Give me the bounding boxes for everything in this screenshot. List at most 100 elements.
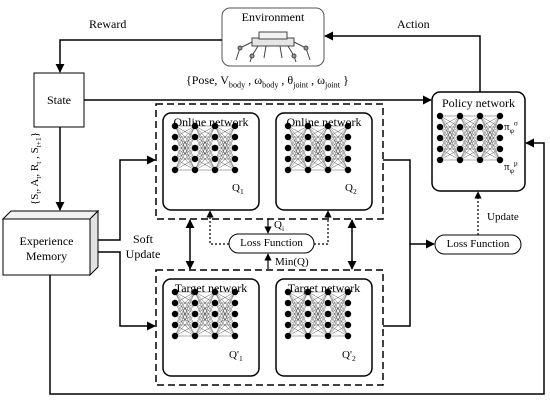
nn-node: [211, 288, 219, 296]
q1-label: Q1: [232, 182, 244, 197]
nn-node: [191, 288, 199, 296]
nn-node: [211, 166, 219, 174]
nn-node: [211, 310, 219, 318]
nn-target-1: [171, 288, 239, 340]
nn-node: [496, 156, 504, 164]
reward-label: Reward: [89, 17, 127, 31]
target-network-1-title: Target network: [174, 281, 248, 295]
nn-node: [191, 310, 199, 318]
nn-node: [171, 144, 179, 152]
policy-title: Policy network: [442, 96, 515, 110]
nn-node: [211, 144, 219, 152]
nn-node: [344, 310, 352, 318]
nn-node: [324, 155, 332, 163]
nn-node: [231, 332, 239, 340]
nn-node: [456, 145, 464, 153]
environment-title: Environment: [241, 10, 305, 24]
nn-node: [344, 144, 352, 152]
nn-node: [324, 321, 332, 329]
nn-node: [456, 123, 464, 131]
nn-node: [284, 122, 292, 130]
nn-node: [171, 122, 179, 130]
nn-node: [171, 310, 179, 318]
nn-node: [324, 310, 332, 318]
nn-node: [231, 144, 239, 152]
nn-node: [324, 122, 332, 130]
target-q1-label: Q'1: [229, 349, 243, 364]
nn-node: [344, 321, 352, 329]
nn-node: [304, 332, 312, 340]
nn-node: [456, 156, 464, 164]
nn-node: [496, 112, 504, 120]
nn-node: [324, 288, 332, 296]
memory-label-line1: Experience: [19, 234, 74, 248]
online-to-policy-loss-arrow: [383, 159, 435, 249]
nn-node: [304, 133, 312, 141]
nn-node: [436, 156, 444, 164]
nn-node: [284, 310, 292, 318]
nn-policy: [436, 112, 504, 164]
nn-node: [171, 321, 179, 329]
nn-node: [436, 123, 444, 131]
memory-label-line2: Memory: [25, 249, 68, 263]
transition-tuple: {St, At, Rt , St+1}: [29, 131, 44, 205]
nn-node: [344, 122, 352, 130]
loss-to-online-1-arrow: [206, 210, 229, 245]
nn-node: [171, 155, 179, 163]
nn-node: [324, 144, 332, 152]
q2-label: Q2: [345, 182, 357, 197]
nn-node: [344, 155, 352, 163]
nn-node: [171, 166, 179, 174]
nn-node: [476, 134, 484, 142]
nn-node: [231, 299, 239, 307]
online-network-2-title: Online network: [286, 115, 362, 129]
nn-node: [324, 299, 332, 307]
robot-illustration: [235, 31, 311, 63]
online-group: [155, 103, 384, 220]
observation-set: {Pose, Vbody , ωbody , θjoint , ωjoint }: [186, 73, 349, 90]
nn-node: [436, 112, 444, 120]
nn-node: [304, 122, 312, 130]
nn-node: [191, 332, 199, 340]
nn-node: [284, 155, 292, 163]
nn-node: [476, 123, 484, 131]
nn-node: [324, 133, 332, 141]
target-q2-label: Q'2: [342, 349, 356, 364]
nn-node: [211, 299, 219, 307]
nn-node: [231, 133, 239, 141]
nn-node: [211, 332, 219, 340]
nn-node: [171, 332, 179, 340]
nn-node: [456, 112, 464, 120]
nn-node: [191, 122, 199, 130]
nn-node: [304, 288, 312, 296]
update-label: Update: [487, 211, 519, 223]
pi-sigma-label: πφσ: [504, 118, 518, 136]
nn-node: [284, 133, 292, 141]
nn-node: [324, 332, 332, 340]
nn-node: [231, 310, 239, 318]
nn-node: [436, 134, 444, 142]
nn-node: [304, 321, 312, 329]
nn-node: [496, 145, 504, 153]
nn-node: [476, 145, 484, 153]
nn-node: [211, 133, 219, 141]
loss-to-online-2-arrow: [314, 210, 332, 245]
nn-target-2: [284, 288, 352, 340]
nn-node: [496, 123, 504, 131]
state-label: State: [47, 93, 71, 107]
memory-to-policy-arrow: [49, 138, 545, 395]
nn-node: [211, 155, 219, 163]
nn-node: [191, 321, 199, 329]
nn-node: [324, 166, 332, 174]
nn-node: [344, 166, 352, 174]
reward-arrow: [55, 39, 222, 73]
qi-label: Qi: [274, 219, 285, 234]
nn-node: [191, 155, 199, 163]
nn-node: [304, 166, 312, 174]
nn-node: [231, 122, 239, 130]
action-label: Action: [397, 17, 430, 31]
nn-node: [191, 144, 199, 152]
nn-node: [344, 299, 352, 307]
nn-node: [344, 288, 352, 296]
